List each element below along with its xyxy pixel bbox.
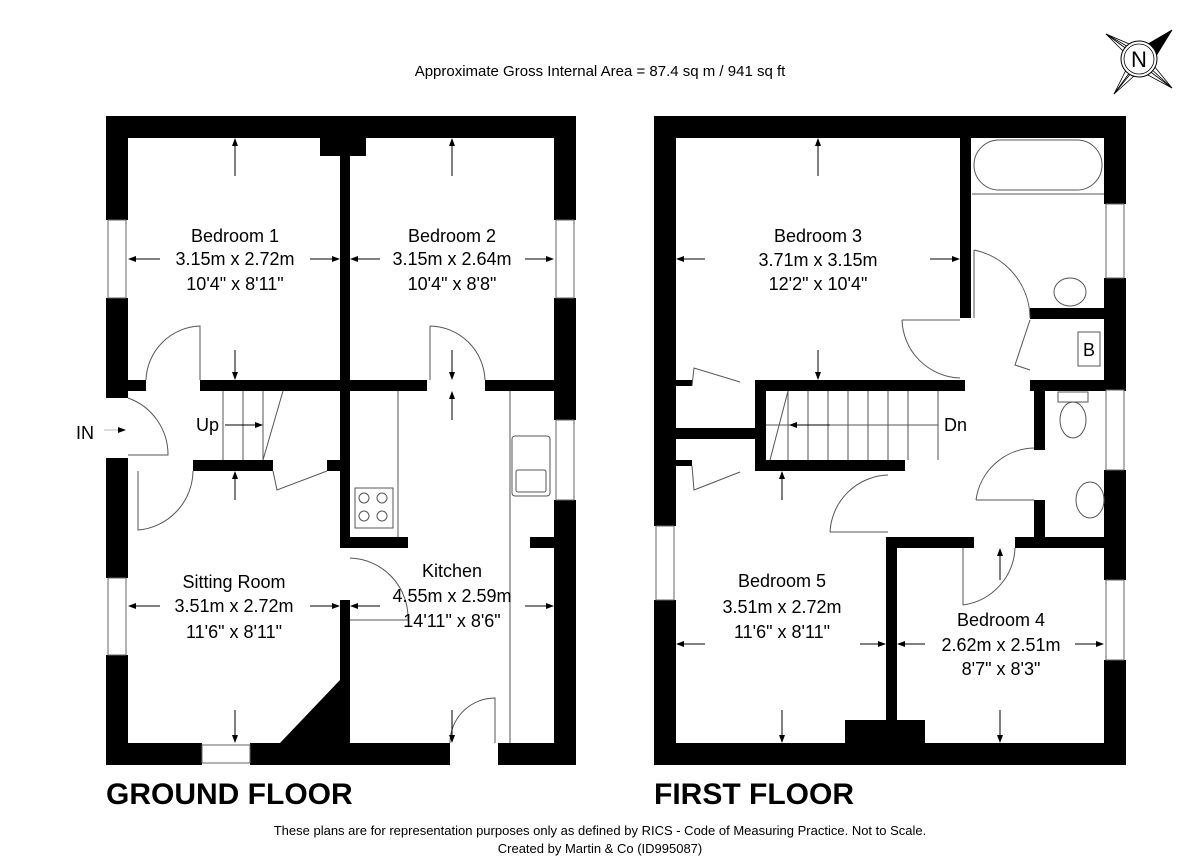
- room-bedroom-2: Bedroom 2 3.15m x 2.64m 10'4" x 8'8": [392, 226, 511, 294]
- boiler-label: B: [1083, 340, 1095, 360]
- compass-north-icon: N: [1105, 29, 1173, 95]
- svg-text:Sitting Room: Sitting Room: [182, 572, 285, 592]
- first-floor-label: FIRST FLOOR: [654, 778, 854, 811]
- ground-floor-plan: IN Up Bedroom 1 3.15m x 2.72m 10'4" x 8'…: [76, 116, 576, 765]
- room-kitchen: Kitchen 4.55m x 2.59m 14'11" x 8'6": [392, 561, 511, 631]
- svg-text:10'4" x 8'11": 10'4" x 8'11": [186, 274, 283, 294]
- first-floor-stairs: [766, 390, 939, 461]
- svg-text:3.15m x 2.72m: 3.15m x 2.72m: [175, 249, 294, 269]
- svg-text:14'11" x 8'6": 14'11" x 8'6": [403, 611, 500, 631]
- svg-text:3.15m x 2.64m: 3.15m x 2.64m: [392, 249, 511, 269]
- room-bedroom-1: Bedroom 1 3.15m x 2.72m 10'4" x 8'11": [175, 226, 294, 294]
- entrance-label: IN: [76, 423, 94, 443]
- svg-text:Bedroom 2: Bedroom 2: [408, 226, 496, 246]
- svg-text:10'4" x 8'8": 10'4" x 8'8": [408, 274, 497, 294]
- svg-text:11'6" x 8'11": 11'6" x 8'11": [734, 622, 830, 642]
- svg-text:Bedroom 5: Bedroom 5: [738, 571, 826, 591]
- stairs-down-label: Dn: [944, 415, 967, 435]
- svg-text:Bedroom 1: Bedroom 1: [191, 226, 279, 246]
- svg-text:3.51m x 2.72m: 3.51m x 2.72m: [174, 596, 293, 616]
- stairs-up-label: Up: [196, 415, 219, 435]
- room-bedroom-3: Bedroom 3 3.71m x 3.15m 12'2" x 10'4": [758, 226, 877, 294]
- svg-text:12'2" x 10'4": 12'2" x 10'4": [769, 274, 868, 294]
- svg-text:3.51m x 2.72m: 3.51m x 2.72m: [722, 597, 841, 617]
- credit-text: Created by Martin & Co (ID995087): [497, 841, 703, 856]
- footer: These plans are for representation purpo…: [0, 822, 1200, 858]
- room-sitting-room: Sitting Room 3.51m x 2.72m 11'6" x 8'11": [174, 572, 293, 642]
- first-floor-plan: B Dn: [654, 116, 1126, 765]
- room-bedroom-5: Bedroom 5 3.51m x 2.72m 11'6" x 8'11": [722, 571, 841, 642]
- svg-text:8'7" x 8'3": 8'7" x 8'3": [962, 659, 1041, 679]
- svg-text:Bedroom 3: Bedroom 3: [774, 226, 862, 246]
- gross-internal-area: Approximate Gross Internal Area = 87.4 s…: [414, 63, 786, 80]
- svg-text:2.62m x 2.51m: 2.62m x 2.51m: [941, 635, 1060, 655]
- compass-letter: N: [1131, 47, 1147, 72]
- ground-floor-label: GROUND FLOOR: [106, 778, 353, 811]
- svg-text:3.71m x 3.15m: 3.71m x 3.15m: [758, 250, 877, 270]
- svg-text:11'6" x 8'11": 11'6" x 8'11": [186, 622, 282, 642]
- ground-floor-stairs: [222, 390, 284, 461]
- svg-text:Bedroom 4: Bedroom 4: [957, 610, 1045, 630]
- room-bedroom-4: Bedroom 4 2.62m x 2.51m 8'7" x 8'3": [941, 610, 1060, 679]
- disclaimer-text: These plans are for representation purpo…: [273, 823, 927, 838]
- svg-text:4.55m x 2.59m: 4.55m x 2.59m: [392, 586, 511, 606]
- svg-text:Kitchen: Kitchen: [422, 561, 482, 581]
